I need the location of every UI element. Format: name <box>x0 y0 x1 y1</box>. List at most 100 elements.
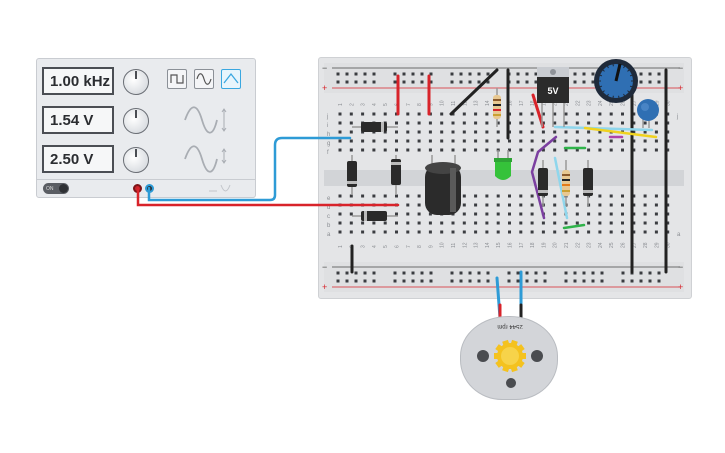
green-jumper-2 <box>562 223 586 230</box>
motor-screw-left <box>477 350 489 362</box>
column-number-top: 16 <box>508 100 514 106</box>
diode-2 <box>347 155 357 195</box>
blue-lead-wire <box>147 136 352 202</box>
column-number-bottom: 15 <box>496 242 502 248</box>
column-number-bottom: 13 <box>474 242 480 248</box>
resistor-1 <box>493 88 501 127</box>
triangle-wave-button[interactable] <box>221 69 241 89</box>
column-number-bottom: 12 <box>462 242 468 248</box>
row-letter-c: c <box>327 214 330 220</box>
column-number-bottom: 14 <box>485 242 491 248</box>
amplitude-sine-icon <box>184 106 218 134</box>
row-letter-j-right: j <box>676 114 678 120</box>
column-number-top: 9 <box>428 103 434 106</box>
column-number-top: 30 <box>666 100 672 106</box>
column-number-top: 17 <box>519 100 525 106</box>
voltage-regulator <box>537 67 569 127</box>
row-letter-a: a <box>327 232 331 238</box>
row-letter-j: j <box>326 114 328 120</box>
column-number-bottom: 29 <box>654 242 660 248</box>
lightblue-jumper-mid <box>553 156 569 220</box>
column-number-top: 1 <box>338 103 344 106</box>
column-number-top: 10 <box>440 100 446 106</box>
row-letter-h: h <box>327 132 330 138</box>
row-letter-b: b <box>327 223 331 229</box>
power-switch[interactable]: ON <box>43 183 69 194</box>
motor-screw-right <box>531 350 543 362</box>
column-number-top: 26 <box>621 100 627 106</box>
column-number-top: 11 <box>451 101 457 106</box>
square-wave-button[interactable] <box>167 69 187 89</box>
column-number-top: 27 <box>632 100 638 106</box>
column-number-top: 5 <box>383 103 389 106</box>
column-number-bottom: 11 <box>451 243 457 248</box>
resistor-2 <box>562 160 570 206</box>
column-number-bottom: 3 <box>361 245 367 248</box>
electrolytic-capacitor <box>425 155 461 215</box>
offset-sine-icon <box>184 145 218 173</box>
sine-wave-button[interactable] <box>194 69 214 89</box>
column-number-top: 22 <box>575 100 581 106</box>
power-label: ON <box>46 186 54 192</box>
column-number-bottom: 20 <box>553 242 559 248</box>
black-jumper-1 <box>449 68 499 116</box>
frequency-knob[interactable] <box>123 69 149 95</box>
column-number-bottom: 30 <box>666 242 672 248</box>
offset-knob[interactable] <box>123 147 149 173</box>
diodes <box>347 122 593 221</box>
column-number-top: 2 <box>349 103 355 106</box>
top-rail-plus-left: + <box>322 83 327 93</box>
column-number-bottom: 26 <box>621 242 627 248</box>
column-number-bottom: 18 <box>530 242 536 248</box>
gear-icon <box>494 339 526 373</box>
amplitude-knob[interactable] <box>123 108 149 134</box>
generator-wires <box>136 136 400 207</box>
diode-3 <box>391 155 401 195</box>
column-number-bottom: 16 <box>508 242 514 248</box>
column-number-bottom: 4 <box>372 245 378 248</box>
column-number-bottom: 25 <box>609 242 615 248</box>
column-number-top: 13 <box>474 100 480 106</box>
amplitude-offset-icons <box>184 106 227 173</box>
row-letter-f: f <box>327 150 329 156</box>
row-letter-e: e <box>327 196 331 202</box>
row-letter-d: d <box>327 205 330 211</box>
column-number-top: 23 <box>587 100 593 106</box>
column-number-bottom: 17 <box>519 242 525 248</box>
column-number-top: 3 <box>361 103 367 106</box>
column-number-top: 29 <box>654 100 660 106</box>
triangle-wave-icon <box>223 72 239 84</box>
column-number-top: 8 <box>417 103 423 106</box>
column-number-bottom: 19 <box>541 242 547 248</box>
diode-5 <box>538 160 548 206</box>
diode-4 <box>352 211 398 221</box>
row-letter-g: g <box>327 141 330 147</box>
column-number-top: 7 <box>406 103 412 106</box>
ceramic-capacitor <box>637 99 659 128</box>
frequency-display: 1.00 kHz <box>42 67 114 95</box>
function-generator: 1.00 kHz 1.54 V 2.50 V ON <box>36 58 256 198</box>
column-number-top: 20 <box>553 100 559 106</box>
bottom-rail-plus-right: + <box>678 282 683 292</box>
column-number-bottom: 8 <box>417 245 423 248</box>
yellow-jumper <box>583 126 658 139</box>
bottom-rail-minus-left: − <box>322 262 327 272</box>
amplitude-display: 1.54 V <box>42 106 114 134</box>
sine-wave-icon <box>196 73 212 85</box>
row-letter-i: i <box>327 123 328 129</box>
square-wave-icon <box>170 74 184 84</box>
column-number-top: 4 <box>372 103 378 106</box>
column-number-bottom: 24 <box>598 242 604 248</box>
column-number-bottom: 23 <box>587 242 593 248</box>
green-led <box>494 150 512 180</box>
column-number-bottom: 22 <box>575 242 581 248</box>
column-number-top: 25 <box>609 100 615 106</box>
column-number-top: 18 <box>530 100 536 106</box>
regulator-label: 5V <box>547 86 559 96</box>
red-lead-wire <box>136 186 400 207</box>
motor-screw-bottom <box>506 378 516 388</box>
top-rail-minus-right: − <box>678 63 683 73</box>
column-number-bottom: 9 <box>428 245 434 248</box>
diode-1 <box>352 122 398 132</box>
